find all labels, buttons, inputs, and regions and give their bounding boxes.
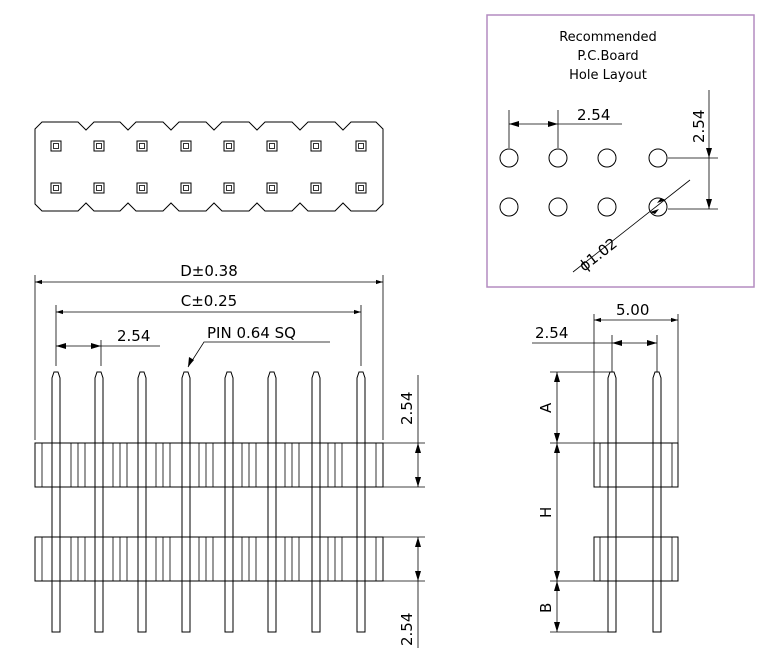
top-pin-square [310, 182, 322, 194]
housing-cell [341, 536, 377, 582]
front-pitch-label: 2.54 [117, 327, 150, 345]
housing-cell [84, 536, 114, 582]
top-pin-square [180, 140, 192, 152]
housing-cell [341, 442, 377, 488]
housing-cell [169, 442, 200, 488]
front-view-pins [51, 371, 366, 633]
top-pin-inner [139, 143, 145, 149]
dim-b-label: B [537, 603, 555, 613]
side-pitch-label: 2.54 [535, 324, 568, 342]
front-pin [311, 371, 321, 633]
front-pin [224, 371, 234, 633]
front-view-housings [34, 442, 384, 582]
housing-cell [41, 442, 72, 488]
front-pin [181, 371, 191, 633]
top-pin-square [136, 140, 148, 152]
top-pin-square [266, 182, 278, 194]
dim-a-label: A [537, 402, 555, 413]
top-pin-inner [226, 143, 232, 149]
top-pin-inner [96, 185, 102, 191]
pin-spec-label: PIN 0.64 SQ [207, 324, 296, 342]
top-pin-inner [53, 143, 59, 149]
housing-cell [298, 536, 329, 582]
pcb-hole [597, 197, 617, 217]
housing-cell [255, 536, 286, 582]
pcb-title-line1: Recommended [559, 30, 657, 45]
pcb-holes [499, 148, 668, 217]
top-pin-square [50, 140, 62, 152]
top-pin-inner [226, 185, 232, 191]
pcb-hole [648, 197, 668, 217]
housing-cell [212, 442, 243, 488]
top-view [34, 121, 384, 212]
housing-cell [126, 536, 157, 582]
top-pin-square [93, 140, 105, 152]
housing-cell [212, 536, 243, 582]
housing-cell [41, 536, 72, 582]
pcb-hole [548, 148, 568, 168]
pcb-pitch-h: 2.54 [577, 106, 610, 124]
front-pin [137, 371, 147, 633]
top-pin-square [93, 182, 105, 194]
side-width-label: 5.00 [616, 301, 649, 319]
pcb-title-line3: Hole Layout [569, 68, 647, 83]
top-pin-square [136, 182, 148, 194]
top-pin-square [266, 140, 278, 152]
top-pin-inner [313, 185, 319, 191]
pcb-title-line2: P.C.Board [577, 49, 638, 64]
pcb-hole [548, 197, 568, 217]
housing-cell [126, 442, 157, 488]
front-pin [94, 371, 104, 633]
pcb-hole [499, 197, 519, 217]
top-pin-inner [269, 143, 275, 149]
top-pin-inner [53, 185, 59, 191]
housing-cell [298, 442, 329, 488]
top-pin-square [50, 182, 62, 194]
top-pin-inner [183, 143, 189, 149]
pcb-hole [499, 148, 519, 168]
top-pin-inner [139, 185, 145, 191]
lower-length-label: 2.54 [398, 613, 416, 646]
front-pin [356, 371, 366, 633]
dim-h-label: H [537, 507, 555, 518]
pcb-hole [597, 148, 617, 168]
housing-cell [84, 442, 114, 488]
top-pin-inner [96, 143, 102, 149]
top-pin-inner [358, 143, 364, 149]
pcb-pitch-v: 2.54 [690, 110, 708, 143]
upper-length-label: 2.54 [398, 392, 416, 425]
top-view-outline [34, 121, 384, 212]
top-pin-inner [313, 143, 319, 149]
top-pin-square [180, 182, 192, 194]
front-pin [51, 371, 61, 633]
top-pin-square [223, 182, 235, 194]
housing-row [34, 536, 384, 582]
top-pin-inner [358, 185, 364, 191]
dim-d-label: D±0.38 [180, 262, 238, 280]
front-view: D±0.38 C±0.25 2.54 PIN 0.64 SQ 2.54 2. [34, 262, 425, 648]
side-view: 5.00 2.54 [532, 301, 679, 633]
top-pin-square [310, 140, 322, 152]
top-view-pins [50, 140, 367, 194]
top-pin-inner [269, 185, 275, 191]
housing-row [34, 442, 384, 488]
top-pin-inner [183, 185, 189, 191]
top-pin-square [355, 182, 367, 194]
dim-c-label: C±0.25 [181, 292, 237, 310]
pcb-hole [648, 148, 668, 168]
housing-cell [169, 536, 200, 582]
front-pin [267, 371, 277, 633]
top-pin-square [223, 140, 235, 152]
housing-cell [255, 442, 286, 488]
pcb-hole-layout: Recommended P.C.Board Hole Layout 2.54 2… [486, 14, 755, 288]
top-pin-square [355, 140, 367, 152]
